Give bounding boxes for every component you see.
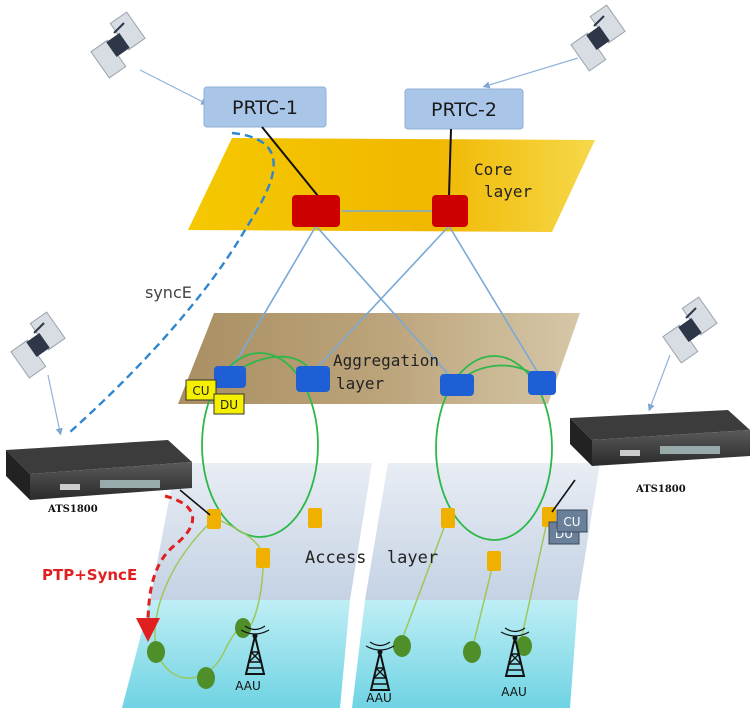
prtc-2-box: PRTC-2 — [404, 88, 524, 130]
core-layer-label-line2: layer — [484, 182, 533, 201]
prtc-1-box: PRTC-1 — [203, 86, 327, 128]
ats1800-label-left: ATS1800 — [47, 504, 98, 515]
satellite-link-mid-left — [47, 374, 63, 436]
core-layer-label-line1: Core — [474, 160, 513, 179]
device-right-link — [551, 479, 576, 513]
ptp-synce-arrow — [136, 494, 194, 642]
access-layer-label: Access layer — [305, 548, 438, 568]
access-layer-band-left — [150, 463, 372, 600]
aggregation-node-4 — [528, 371, 556, 395]
aau-terminals — [147, 618, 532, 689]
ats1800-label-right: ATS1800 — [635, 484, 686, 495]
satellite-link-left — [139, 69, 209, 105]
core-node-right — [432, 195, 468, 227]
aggregation-node-2 — [296, 366, 330, 392]
aau-label-3: AAU — [501, 685, 527, 699]
cu-label-left: CU — [192, 384, 209, 398]
aggregation-layer-label-line2: layer — [336, 374, 385, 393]
satellite-link-mid-right — [647, 354, 671, 412]
access-nodes — [207, 507, 556, 571]
device-left-link — [179, 489, 211, 516]
ats1800-device-right — [570, 410, 750, 466]
core-aggregation-links — [229, 210, 542, 384]
aau-label-1: AAU — [235, 679, 261, 693]
du-label-left: DU — [220, 398, 238, 412]
satellite-icon-mid-right — [661, 296, 719, 364]
radio-band-left — [122, 600, 350, 708]
satellite-link-right — [482, 57, 579, 89]
cu-label-right: CU — [563, 515, 580, 529]
aau-label-2: AAU — [366, 691, 392, 705]
aggregation-layer-band — [178, 313, 580, 404]
aggregation-node-3 — [440, 374, 474, 396]
prtc-1-label: PRTC-1 — [232, 97, 298, 119]
synce-label: syncE — [145, 283, 192, 302]
prtc-1-link — [261, 126, 319, 197]
cu-du-box-right: DU CU — [548, 509, 588, 545]
core-node-left — [292, 195, 340, 227]
satellite-icon-mid-left — [9, 311, 67, 379]
satellite-icon-top-right — [569, 4, 627, 72]
aggregation-layer-label-line1: Aggregation — [333, 351, 439, 370]
satellite-icon-top-left — [89, 11, 147, 79]
synce-dashed-line — [69, 131, 275, 433]
core-layer-band — [188, 138, 595, 232]
prtc-2-label: PRTC-2 — [431, 99, 497, 121]
ptp-synce-label: PTP+SyncE — [42, 566, 137, 584]
cu-du-box-left: CU DU — [185, 379, 245, 415]
prtc-2-link — [448, 128, 452, 197]
access-layer-band-right — [365, 463, 600, 600]
ats1800-device-left — [6, 440, 192, 500]
aggregation-node-1 — [214, 366, 246, 388]
